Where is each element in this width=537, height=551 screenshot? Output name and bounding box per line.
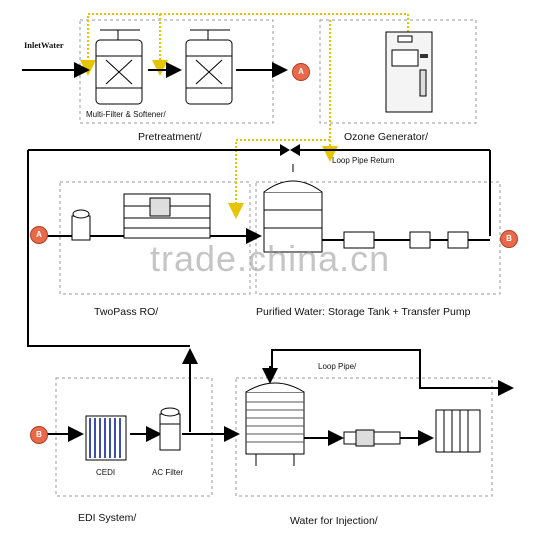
storage-tank-icon <box>263 164 323 253</box>
ac-filter-icon <box>159 407 181 451</box>
loop-pipe-label: Loop Pipe/ <box>318 362 357 371</box>
transfer-pump-icon <box>343 231 469 249</box>
inlet-water-label: InletWater <box>24 40 64 50</box>
edi-system-title: EDI System/ <box>78 512 137 524</box>
pretreatment-box <box>79 19 274 124</box>
softener-icon <box>185 29 233 105</box>
watermark: trade.china.cn <box>150 238 391 279</box>
wfi-box <box>235 377 493 497</box>
node-a-ro: A <box>30 226 48 244</box>
ozone-line-1 <box>80 13 409 76</box>
wfi-title: Water for Injection/ <box>290 515 378 527</box>
wfi-tank-icon <box>245 382 305 466</box>
cedi-module-icon <box>85 415 127 461</box>
node-b-edi: B <box>30 426 48 444</box>
wfi-pump-icon <box>343 429 401 447</box>
pretreatment-title: Pretreatment/ <box>138 131 202 143</box>
node-a-pretreatment: A <box>292 63 310 81</box>
node-b-purified: B <box>500 230 518 248</box>
ozone-box <box>319 19 477 124</box>
left-loop-line <box>27 150 190 347</box>
ozone-generator-icon <box>385 31 433 113</box>
two-pass-ro-title: TwoPass RO/ <box>94 306 159 318</box>
ozone-title: Ozone Generator/ <box>344 131 429 143</box>
ozone-line-4 <box>228 139 330 219</box>
edi-box <box>55 377 213 497</box>
ro-unit-icon <box>71 193 211 241</box>
cedi-label: CEDI <box>96 468 116 477</box>
wfi-loop-line <box>271 349 514 396</box>
multi-filter-icon <box>95 29 143 105</box>
loop-pipe-return-label: Loop Pipe Return <box>332 156 395 165</box>
loop-valve-icon <box>280 144 300 156</box>
multi-filter-label: Multi-Filter & Softener/ <box>86 110 166 119</box>
heat-exchanger-icon <box>435 409 481 453</box>
ac-filter-label: AC Filter <box>152 468 184 477</box>
purified-water-title: Purified Water: Storage Tank + Transfer … <box>256 306 471 318</box>
